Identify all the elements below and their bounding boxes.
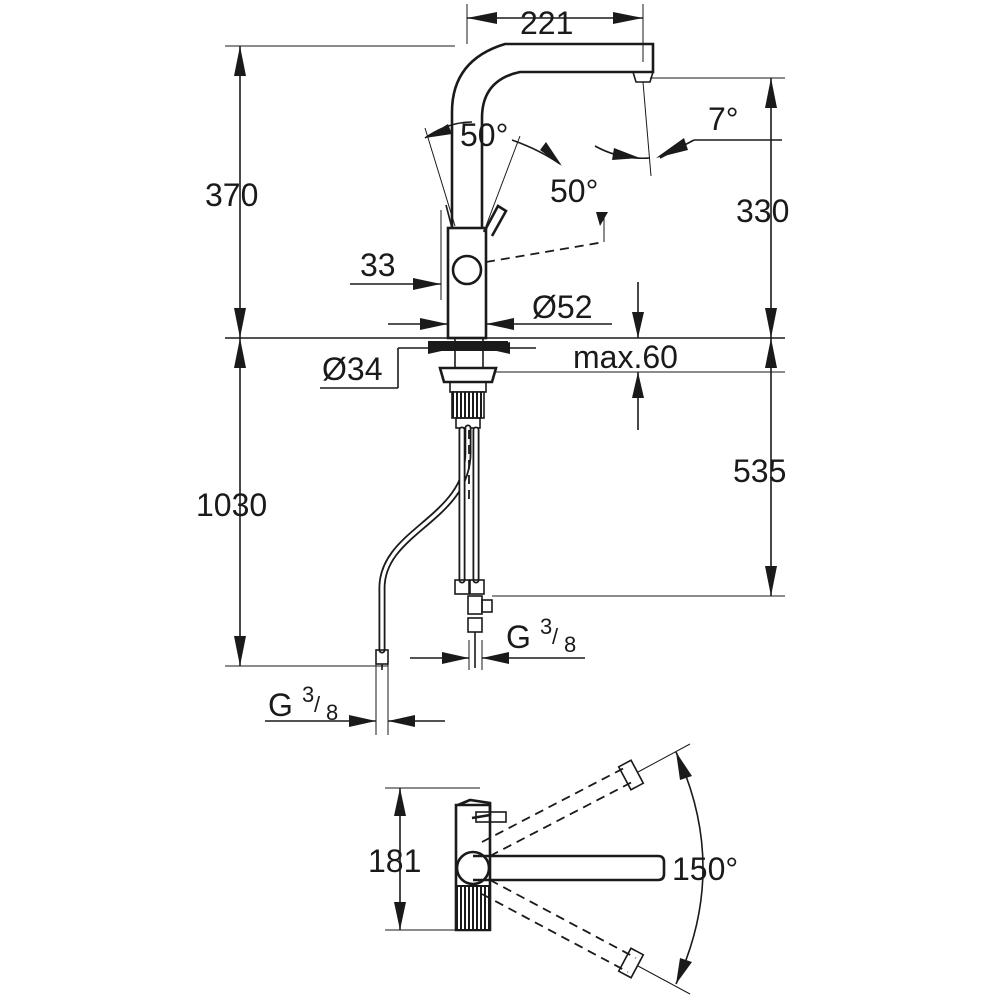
label-thread-left-denominator: 8 xyxy=(326,700,338,725)
label-swivel-angle: 150° xyxy=(672,851,738,887)
label-body-diameter: Ø52 xyxy=(532,289,592,325)
label-thread-right-denominator: 8 xyxy=(564,632,576,657)
label-thread-right: G xyxy=(506,619,531,655)
label-lever-width: 33 xyxy=(360,247,396,283)
label-supply-length: 535 xyxy=(733,453,786,489)
label-thread-left: G xyxy=(268,687,293,723)
label-lever-angle-left: 50° xyxy=(460,117,508,153)
label-hose-length: 1030 xyxy=(196,487,267,523)
label-plan-depth: 181 xyxy=(368,843,421,879)
label-total-height: 370 xyxy=(205,177,258,213)
dimension-labels: 221 370 330 7° 50° 50° 33 Ø52 Ø34 max.60… xyxy=(196,5,789,887)
label-spout-angle: 7° xyxy=(708,101,739,137)
label-spout-reach: 221 xyxy=(520,5,573,41)
label-thread-left-numerator: 3 xyxy=(302,682,314,707)
label-max-deck-thickness: max.60 xyxy=(573,339,678,375)
label-thread-right-slash: / xyxy=(552,624,559,649)
label-thread-right-numerator: 3 xyxy=(540,614,552,639)
label-lever-angle-right: 50° xyxy=(550,173,598,209)
label-spout-height: 330 xyxy=(736,193,789,229)
label-thread-left-slash: / xyxy=(314,692,321,717)
label-hole-diameter: Ø34 xyxy=(322,351,382,387)
faucet-side-view xyxy=(225,42,785,429)
dimension-lines xyxy=(225,4,785,735)
supply-hoses xyxy=(375,424,493,670)
faucet-plan-view xyxy=(385,743,704,995)
